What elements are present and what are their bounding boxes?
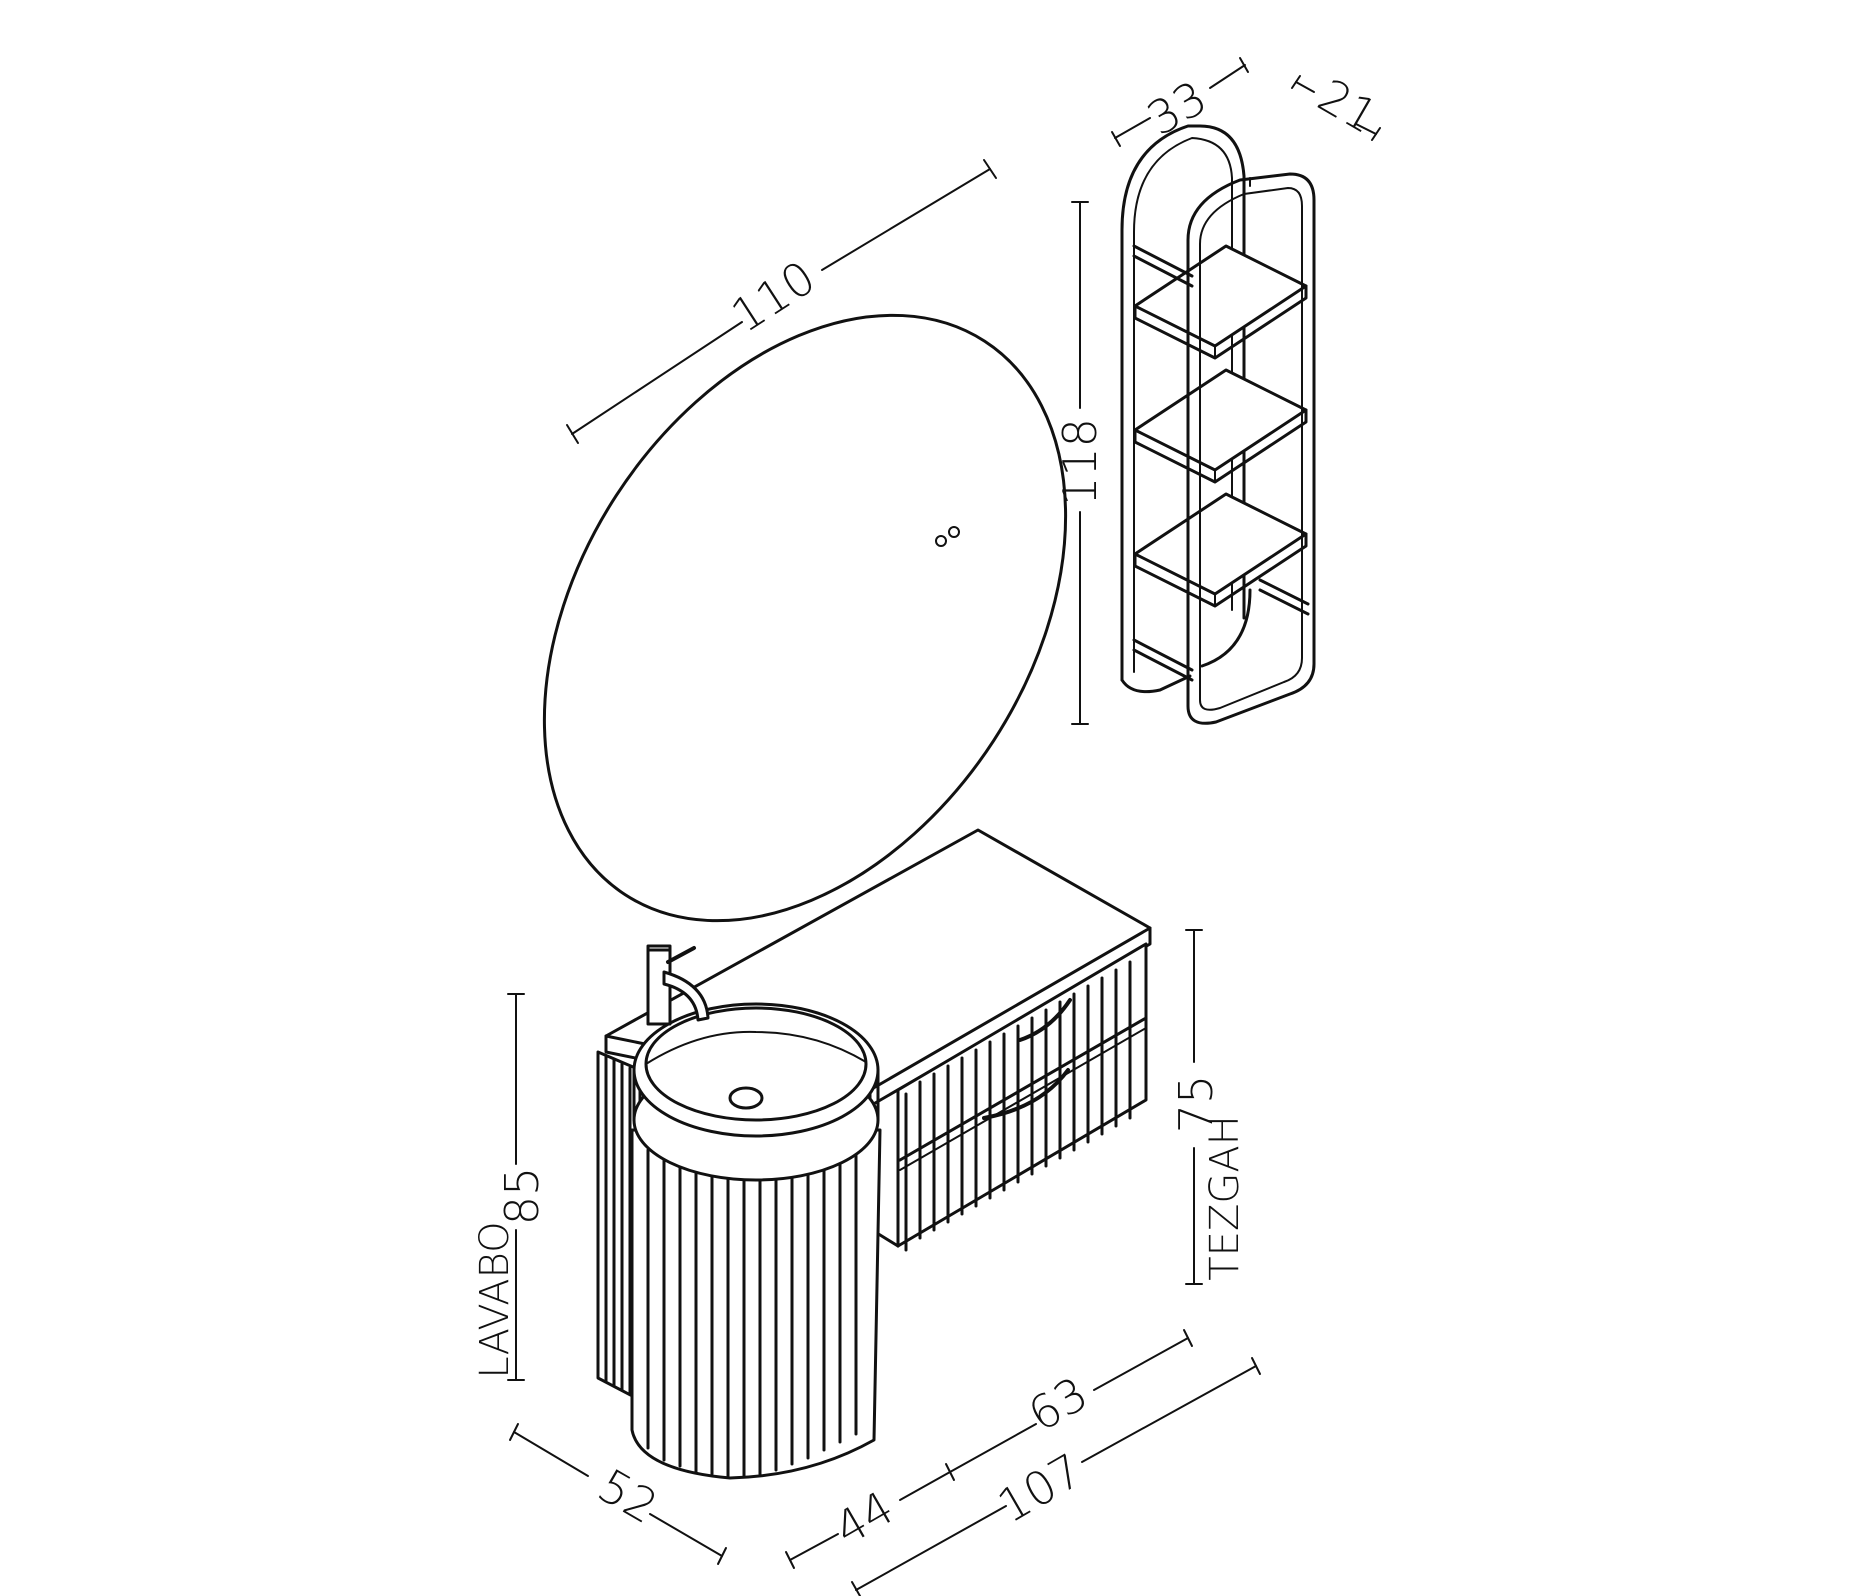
counter-height-label: 75 bbox=[1169, 1075, 1223, 1134]
basin-column bbox=[630, 1128, 882, 1480]
basin-label: LAVABO bbox=[472, 1221, 518, 1378]
shelf-front-frame-inner bbox=[1199, 187, 1303, 711]
mirror-width-label: 110 bbox=[722, 250, 825, 343]
shelf-back-bottom bbox=[1120, 674, 1192, 694]
mirror-width-dimension: 110 bbox=[566, 159, 997, 444]
basin-width-dimension: 44 bbox=[785, 1463, 955, 1569]
mirror-touch-sensor-icon bbox=[948, 526, 960, 538]
basin-height-label: 85 bbox=[495, 1167, 549, 1226]
counter-width-dimension: 63 bbox=[949, 1329, 1193, 1473]
total-width-label: 107 bbox=[988, 1443, 1091, 1534]
shelf-unit bbox=[1120, 124, 1316, 725]
shelf-back-frame-inner bbox=[1133, 137, 1233, 673]
shelf-height-label: 118 bbox=[1053, 418, 1107, 506]
counter-width-label: 63 bbox=[1019, 1366, 1097, 1442]
basin-height-dimension: 85 LAVABO bbox=[472, 993, 549, 1381]
basin-depth-label: 52 bbox=[589, 1458, 667, 1534]
shelf-board bbox=[1133, 244, 1308, 360]
counter-label: TEZGAH bbox=[1202, 1115, 1248, 1281]
mirror-touch-sensor-icon bbox=[935, 535, 947, 547]
shelf-height-dimension: 118 bbox=[1053, 201, 1107, 725]
oval-mirror bbox=[542, 313, 1068, 923]
shelf-board bbox=[1133, 368, 1308, 484]
faucet-icon bbox=[646, 944, 710, 1026]
basin-drain bbox=[728, 1086, 764, 1110]
shelf-width-dimension: 33 bbox=[1111, 57, 1249, 147]
shelf-depth-dimension: 21 bbox=[1291, 68, 1387, 144]
counter-height-dimension: 75 TEZGAH bbox=[1169, 929, 1248, 1285]
basin-width-label: 44 bbox=[825, 1480, 903, 1556]
shelf-front-frame bbox=[1186, 172, 1316, 725]
shelf-width-label: 33 bbox=[1138, 70, 1216, 146]
shelf-back-frame bbox=[1120, 124, 1246, 682]
mirror-outline bbox=[542, 313, 1068, 923]
pedestal-basin bbox=[596, 944, 882, 1480]
shelf-bottom-curve bbox=[1200, 588, 1252, 668]
